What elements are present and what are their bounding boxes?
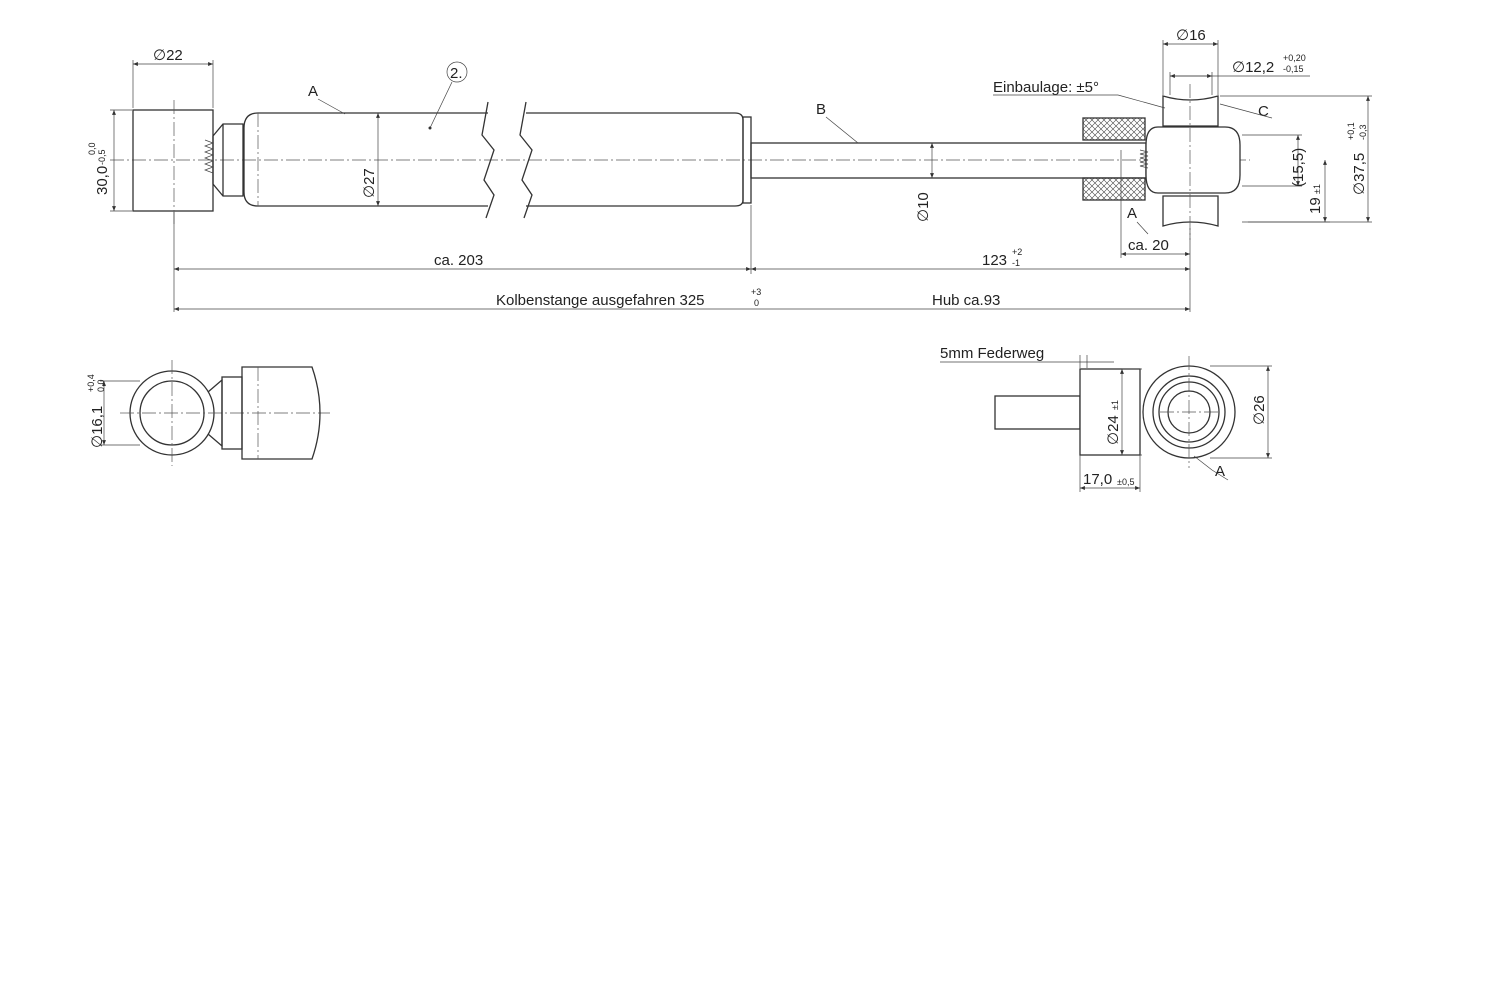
- svg-text:+0,1: +0,1: [1346, 122, 1356, 140]
- break-line-left: [481, 101, 495, 219]
- svg-text:0,0: 0,0: [96, 379, 106, 392]
- dia-37-5-label: ∅37,5: [1351, 153, 1368, 195]
- dia-12-2-label: ∅12,2: [1232, 59, 1274, 76]
- dia-16-label: ∅16: [1176, 27, 1206, 44]
- main-side-view: ∅22 30,0 0,0 -0,5 A 2. ∅27 B ∅10 ∅16: [87, 27, 1372, 312]
- rubber-block-top: [1082, 117, 1146, 141]
- dim-17-label: 17,0: [1083, 471, 1112, 488]
- label-a-top: A: [308, 83, 318, 100]
- piston-rod: [750, 142, 1147, 179]
- svg-text:-0,5: -0,5: [97, 149, 107, 165]
- svg-text:-0,15: -0,15: [1283, 64, 1304, 74]
- svg-text:±1: ±1: [1312, 184, 1322, 194]
- svg-text:-0,3: -0,3: [1358, 124, 1368, 140]
- svg-text:±1: ±1: [1110, 400, 1120, 410]
- left-end-cap: [132, 109, 214, 212]
- height-30-label: 30,0: [94, 166, 111, 195]
- rod-stub: [994, 395, 1081, 430]
- right-eye-view: 5mm Federweg ∅24 ±1 ∅26 A 17,0 ±0,5: [940, 345, 1272, 492]
- dia-27-label: ∅27: [361, 168, 378, 198]
- eye-bushing-bottom: [1162, 195, 1219, 227]
- dia-16-1-label: ∅16,1: [89, 406, 106, 448]
- dia-26-label: ∅26: [1251, 395, 1268, 425]
- kolbenstange-label: Kolbenstange ausgefahren 325: [496, 292, 705, 309]
- svg-text:+3: +3: [751, 287, 761, 297]
- break-line-right: [519, 101, 533, 219]
- rubber-block-side: [1079, 368, 1141, 456]
- dim-15-5-label: (15,5): [1290, 148, 1307, 187]
- ca-203-label: ca. 203: [434, 252, 483, 269]
- dia-24-label: ∅24: [1105, 415, 1122, 445]
- item-number: 2.: [450, 65, 463, 82]
- svg-text:+0,4: +0,4: [86, 374, 96, 392]
- svg-text:-1: -1: [1012, 258, 1020, 268]
- einbaulage-label: Einbaulage: ±5°: [993, 79, 1099, 96]
- dim-123-label: 123: [982, 252, 1007, 269]
- left-eye-housing: [241, 366, 321, 460]
- rubber-block-bottom: [1082, 177, 1146, 201]
- dia-22-label: ∅22: [153, 47, 183, 64]
- label-b: B: [816, 101, 826, 118]
- svg-text:+2: +2: [1012, 247, 1022, 257]
- svg-text:0,0: 0,0: [87, 142, 97, 155]
- svg-text:+0,20: +0,20: [1283, 53, 1306, 63]
- eye-bushing-top: [1162, 95, 1219, 127]
- left-eye-view: ∅16,1 +0,4 0,0: [86, 360, 330, 466]
- rod-eye-head: [1145, 126, 1241, 194]
- dia-10-label: ∅10: [915, 192, 932, 222]
- hub-label: Hub ca.93: [932, 292, 1000, 309]
- label-a-bottom: A: [1215, 463, 1225, 480]
- svg-text:0: 0: [754, 298, 759, 308]
- svg-text:±0,5: ±0,5: [1117, 477, 1134, 487]
- dim-19-label: 19: [1307, 197, 1324, 214]
- label-c: C: [1258, 103, 1269, 120]
- item-balloon: [446, 61, 468, 83]
- federweg-label: 5mm Federweg: [940, 345, 1044, 362]
- label-a-mid: A: [1127, 205, 1137, 222]
- ca-20-label: ca. 20: [1128, 237, 1169, 254]
